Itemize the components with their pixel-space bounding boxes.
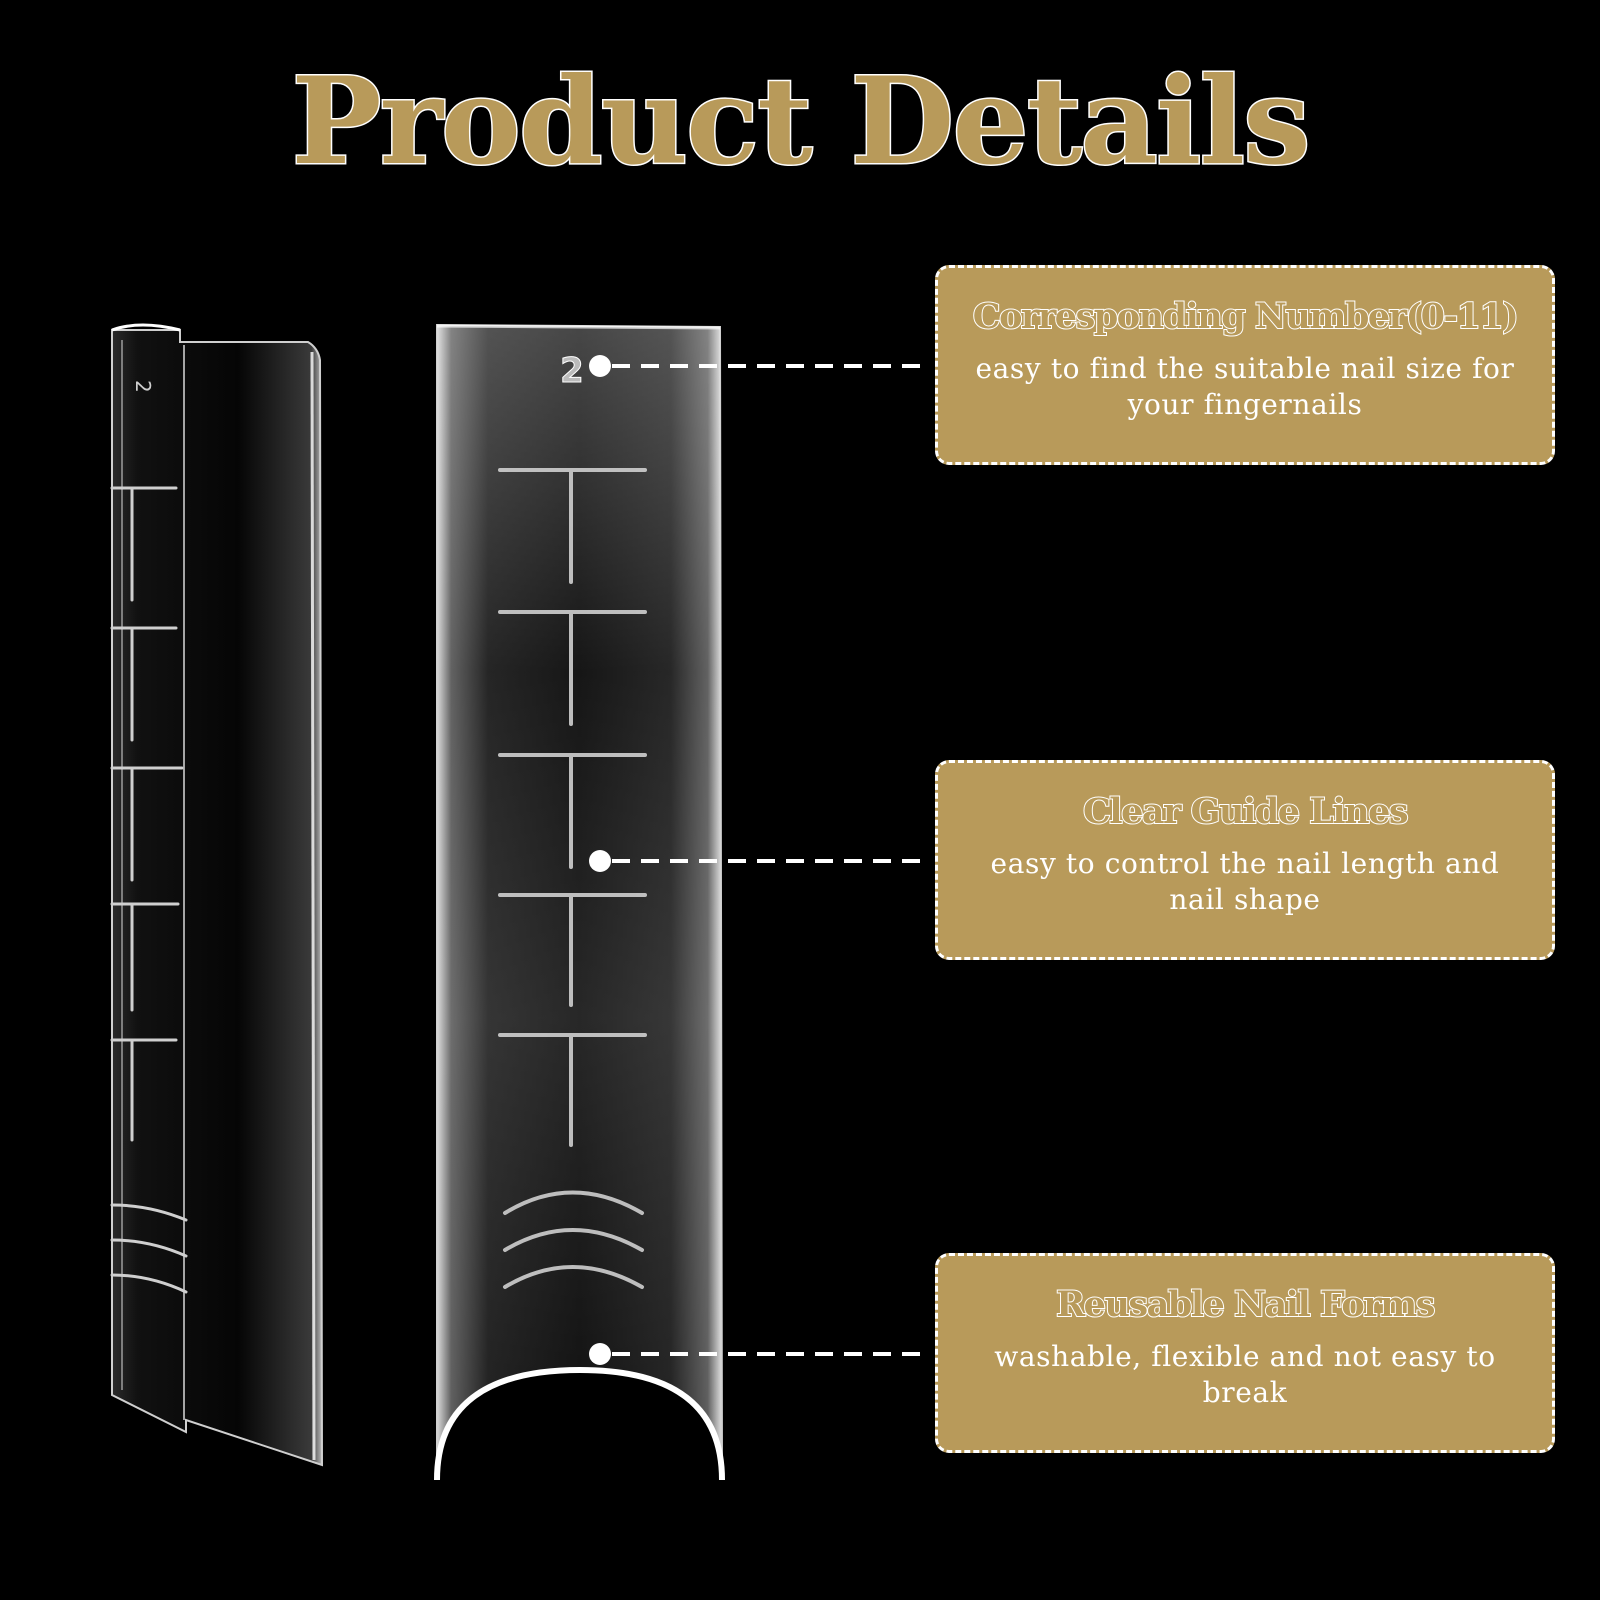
front-size-number: 2 xyxy=(560,351,584,391)
callout-leader-1 xyxy=(589,355,920,377)
feature-description: easy to control the nail length and nail… xyxy=(990,846,1500,916)
callout-leader-2 xyxy=(589,850,920,872)
nail-form-side-view: 2 xyxy=(110,323,324,1467)
side-size-number: 2 xyxy=(131,380,155,393)
feature-description: easy to find the suitable nail size for … xyxy=(975,351,1515,421)
page-title: Product Details xyxy=(290,51,1312,192)
feature-title: Reusable Nail Forms xyxy=(1055,1284,1436,1325)
feature-title: Clear Guide Lines xyxy=(1082,791,1410,832)
feature-card-reusable: Reusable Nail Forms washable, flexible a… xyxy=(935,1253,1555,1453)
feature-description: washable, flexible and not easy to break xyxy=(994,1339,1496,1409)
feature-title: Corresponding Number(0-11) xyxy=(972,296,1520,337)
callout-leader-3 xyxy=(589,1343,920,1365)
nail-form-front-view: 2 xyxy=(434,323,725,1481)
feature-card-number: Corresponding Number(0-11) easy to find … xyxy=(935,265,1555,465)
feature-card-guide-lines: Clear Guide Lines easy to control the na… xyxy=(935,760,1555,960)
